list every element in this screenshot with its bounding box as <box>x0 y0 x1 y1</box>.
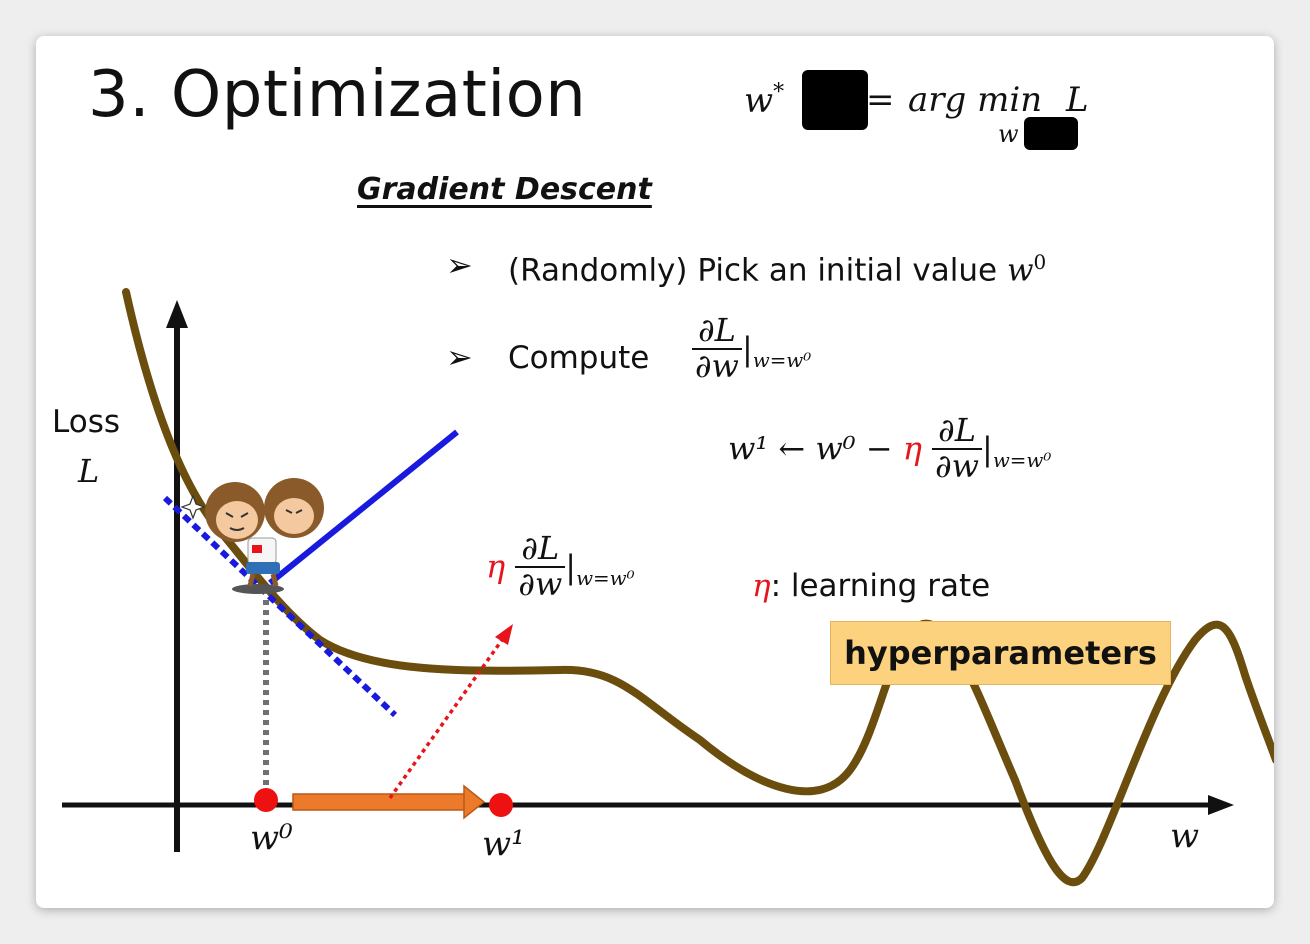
gradient-arrow-head <box>495 624 513 645</box>
update-eta: η <box>902 429 922 468</box>
step-label: η ∂L ∂w |w=w⁰ <box>486 529 635 602</box>
update-frac-den: ∂w <box>932 447 983 484</box>
step-label-eval: |w=w⁰ <box>565 547 635 590</box>
step1-marker: ➢ <box>446 246 473 284</box>
slide: 3. Optimization w* = arg min w L Gradien… <box>36 36 1274 908</box>
slide-stage: 3. Optimization w* = arg min w L Gradien… <box>36 36 1274 908</box>
w0-point <box>254 788 278 812</box>
step2-frac-num: ∂L <box>698 311 736 349</box>
step-label-eval-sub: w=w⁰ <box>576 566 635 590</box>
step2-eval-sub: w=w⁰ <box>752 348 812 372</box>
w1-point <box>489 793 513 817</box>
step1-sup: 0 <box>1033 250 1047 274</box>
update-fraction: ∂L ∂w <box>932 411 983 484</box>
learning-rate: η: learning rate <box>752 568 990 604</box>
hyperparameters-box: hyperparameters <box>830 621 1171 685</box>
step2-label: Compute <box>508 340 650 376</box>
learning-rate-text: : learning rate <box>770 568 991 604</box>
x-axis-label: w <box>1170 816 1200 856</box>
monkey-character-icon <box>205 478 324 594</box>
update-frac-num: ∂L <box>938 411 976 449</box>
redaction-box-1 <box>802 70 868 130</box>
update-rule: w¹ ← w⁰ − η ∂L ∂w |w=w⁰ <box>728 411 1052 484</box>
update-eval: |w=w⁰ <box>982 429 1052 472</box>
step-label-fraction: ∂L ∂w <box>515 529 566 602</box>
step1-var: w <box>1006 252 1034 289</box>
update-lhs: w¹ <box>728 429 769 468</box>
objective-min-sub: w <box>998 120 1019 148</box>
objective-lhs: w* <box>744 80 784 120</box>
objective-argmin-text: arg min <box>908 80 1043 120</box>
y-axis-label-var: L <box>78 452 100 490</box>
objective-sup: * <box>773 80 785 105</box>
sparkle-icon <box>180 494 206 520</box>
step1-text: (Randomly) Pick an initial value w0 <box>508 250 1046 288</box>
objective-argmin: arg min <box>908 80 1042 120</box>
step-label-frac-den: ∂w <box>515 565 566 602</box>
slide-title: 3. Optimization <box>88 58 587 132</box>
step2-eval: |w=w⁰ <box>741 329 812 372</box>
step-label-frac-num: ∂L <box>521 529 560 567</box>
step1-label: (Randomly) Pick an initial value <box>508 252 1007 289</box>
y-axis-label-loss: Loss <box>52 404 120 440</box>
step-label-eta: η <box>486 547 506 586</box>
loss-curve-diagram <box>62 288 1274 887</box>
w0-label: w⁰ <box>250 818 293 858</box>
w1-label: w¹ <box>482 824 525 864</box>
step2-frac-den: ∂w <box>692 347 742 384</box>
step2-marker: ➢ <box>446 338 473 376</box>
hyperparameters-label: hyperparameters <box>844 634 1157 672</box>
update-eval-sub: w=w⁰ <box>992 448 1052 472</box>
learning-rate-eta: η <box>752 568 771 604</box>
step2-fraction: ∂L ∂w <box>692 311 742 384</box>
step2-derivative: ∂L ∂w |w=w⁰ <box>692 311 812 384</box>
update-rhs-w: w⁰ <box>815 429 856 468</box>
update-minus: − <box>865 429 893 468</box>
tangent-dashed-line <box>162 495 398 718</box>
step-arrow <box>292 784 486 820</box>
gradient-arrow <box>388 638 504 800</box>
objective-loss: L <box>1066 80 1089 120</box>
objective-equals: = <box>866 80 895 120</box>
x-axis-arrowhead <box>1208 795 1234 815</box>
redaction-box-2 <box>1024 117 1078 150</box>
method-heading: Gradient Descent <box>357 172 652 207</box>
tangent-solid-line <box>268 429 459 586</box>
objective-var: w <box>744 80 774 121</box>
update-arrow: ← <box>778 429 806 468</box>
y-axis-arrowhead <box>166 300 188 328</box>
